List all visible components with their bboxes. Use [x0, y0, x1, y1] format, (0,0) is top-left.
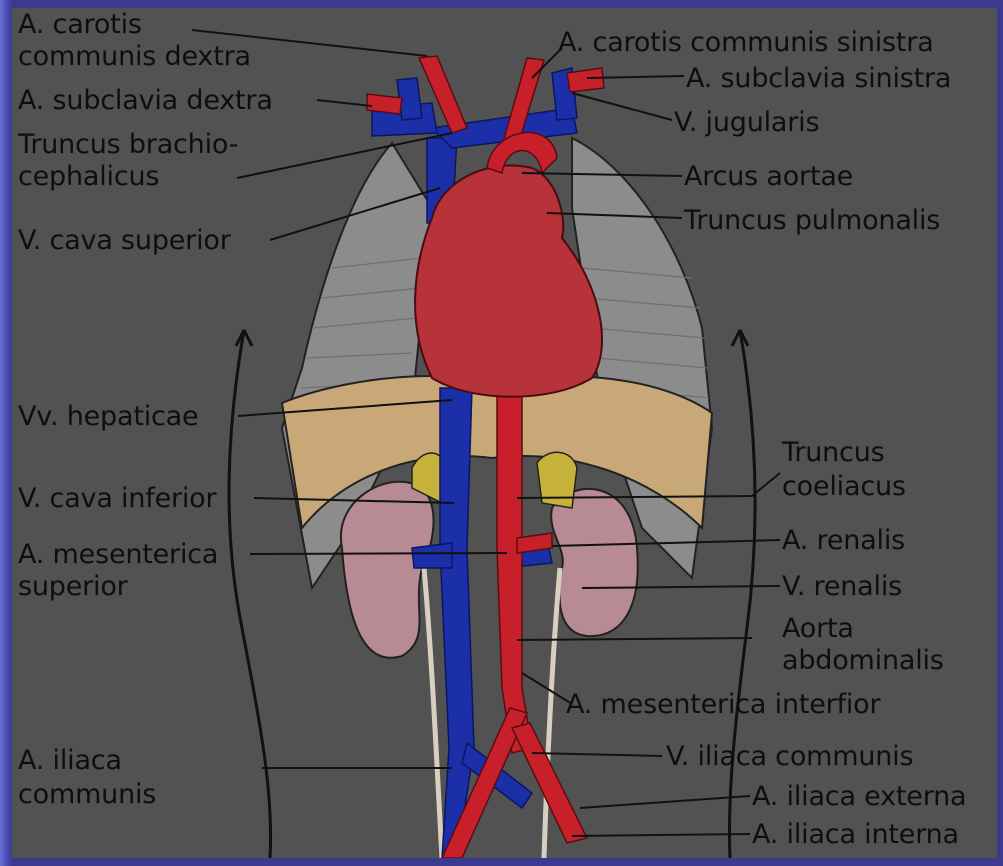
label-truncus-brachio-line2: cephalicus [18, 162, 159, 191]
leader-jugularis [572, 93, 672, 120]
anatomy-figure-panel: A. carotis communis dextra A. subclavia … [12, 8, 997, 858]
label-iliaca-communis-vein: V. iliaca communis [666, 742, 913, 771]
subclavian-left [567, 68, 604, 92]
leader-iliaca-v [532, 753, 662, 756]
vena-cava-inferior [440, 388, 474, 858]
label-mesenterica-inferior: A. mesenterica interfior [566, 690, 880, 719]
leader-iliaca-int [572, 834, 750, 836]
adrenal-right [537, 452, 577, 508]
label-cava-inferior: V. cava inferior [18, 484, 216, 513]
label-iliaca-communis-line1: A. iliaca [18, 746, 122, 775]
slide-left-stripe [0, 0, 12, 866]
label-mesenterica-superior-line1: A. mesenterica [18, 540, 218, 569]
leader-subclavia-dextra [317, 100, 372, 106]
kidney-left [341, 482, 434, 658]
label-iliaca-externa: A. iliaca externa [752, 782, 966, 811]
leader-iliaca-ext [580, 796, 750, 808]
subclavian-right [367, 94, 402, 114]
leader-mesent-sup [250, 553, 507, 554]
label-subclavia-dextra: A. subclavia dextra [18, 86, 273, 115]
label-renalis-v: V. renalis [782, 572, 902, 601]
label-subclavia-sinistra: A. subclavia sinistra [686, 64, 951, 93]
label-carotis-sinistra: A. carotis communis sinistra [558, 28, 934, 57]
renal-vein-left [412, 543, 452, 568]
label-hepaticae: Vv. hepaticae [18, 402, 198, 431]
label-carotis-dextra-line1: A. carotis [18, 10, 142, 39]
leader-mesent-inf [522, 673, 572, 704]
label-jugularis: V. jugularis [674, 108, 819, 137]
label-aorta-abdominalis-line2: abdominalis [782, 646, 944, 675]
kidney-right [551, 489, 638, 636]
ureter-left [424, 568, 442, 858]
body-contour-right [729, 330, 755, 858]
label-truncus-coeliacus-line1: Truncus [782, 438, 884, 467]
body-contour-left [229, 330, 271, 858]
label-iliaca-communis-line2: communis [18, 780, 156, 809]
label-arcus-aortae: Arcus aortae [684, 162, 853, 191]
label-mesenterica-superior-line2: superior [18, 572, 128, 601]
label-cava-superior: V. cava superior [18, 226, 231, 255]
label-carotis-dextra-line2: communis dextra [18, 42, 251, 71]
label-renalis-a: A. renalis [782, 526, 905, 555]
label-truncus-coeliacus-line2: coeliacus [782, 472, 906, 501]
label-truncus-brachio-line1: Truncus brachio- [18, 130, 238, 159]
label-truncus-pulmonalis: Truncus pulmonalis [684, 206, 940, 235]
label-aorta-abdominalis-line1: Aorta [782, 614, 854, 643]
label-iliaca-interna: A. iliaca interna [752, 820, 959, 849]
leader-brachio [237, 133, 452, 178]
